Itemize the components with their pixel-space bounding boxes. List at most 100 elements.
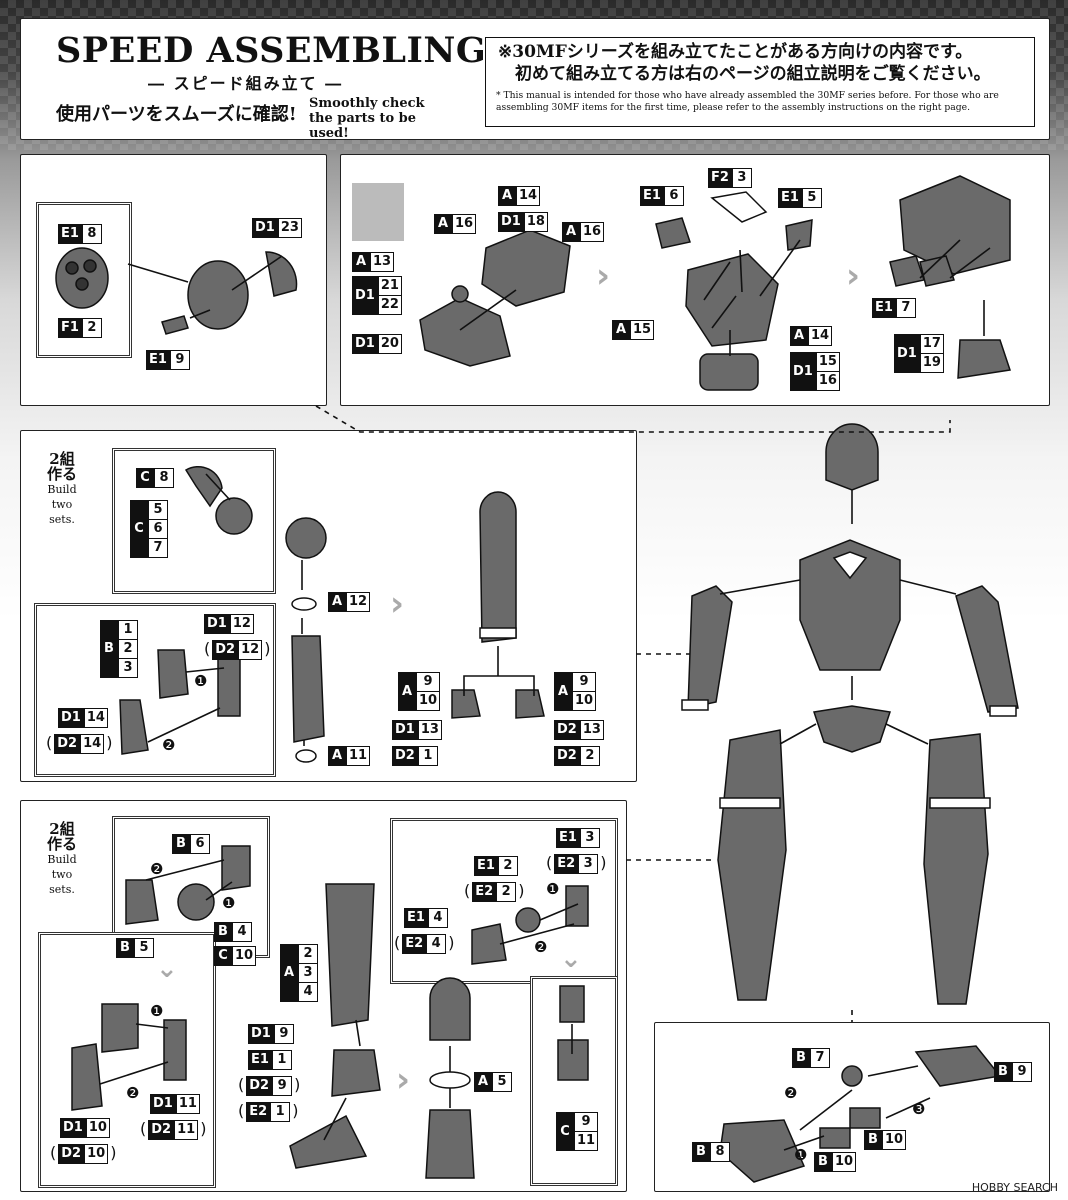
- part-number: 3: [731, 168, 752, 188]
- torso-highlight: [352, 183, 404, 241]
- part-runner-key: E1: [640, 186, 664, 206]
- build-two-sets-leg: 2組 作る Build two sets.: [36, 822, 88, 897]
- part-number: 1: [417, 746, 438, 766]
- figure-leg-l: [717, 729, 787, 1001]
- torso-finished-waist: [957, 339, 1011, 379]
- part-number: 14: [808, 326, 833, 346]
- part-runner-key: E2: [402, 934, 427, 954]
- part-number: 10: [84, 1144, 109, 1164]
- part-number: 10: [232, 946, 257, 966]
- figure-leg-r: [923, 733, 989, 1005]
- part-number: 5: [134, 938, 154, 958]
- part-runner-key: D1: [352, 276, 378, 315]
- part-number: 16: [452, 214, 477, 234]
- part-numbers: 5: [134, 938, 154, 958]
- figure-head: [825, 423, 879, 491]
- part-number: 4: [298, 983, 318, 1002]
- build-jp2: 作る: [46, 465, 77, 483]
- next-arrow-arm: ›: [390, 584, 405, 624]
- figure-arm-l: [687, 585, 733, 709]
- part-runner-key: A: [352, 252, 370, 272]
- part-runner-key: A: [612, 320, 630, 340]
- part-runner-key: B: [994, 1062, 1012, 1082]
- leg-foot: [289, 1114, 368, 1169]
- torso-lower-core: [419, 297, 511, 367]
- head-rear-part: [265, 251, 298, 297]
- part-numbers: 14: [80, 734, 105, 754]
- part-numbers: 8: [154, 468, 174, 488]
- part-numbers: 4: [427, 908, 448, 928]
- part-number: 10: [882, 1130, 907, 1150]
- check-jp: 使用パーツをスムーズに確認!: [56, 104, 297, 125]
- part-numbers: 1: [417, 746, 438, 766]
- figure-torso: [799, 539, 901, 671]
- part-numbers: 10: [832, 1152, 857, 1172]
- step-marker-1: ❶: [794, 1146, 808, 1164]
- part-runner-key: D1: [248, 1024, 274, 1044]
- hip-joint: [849, 1107, 881, 1129]
- part-runner-key: A: [554, 672, 572, 711]
- part-number: 15: [815, 352, 840, 372]
- part-numbers: 13: [370, 252, 395, 272]
- part-numbers: 9: [1012, 1062, 1032, 1082]
- part-number: 2: [118, 640, 138, 659]
- part-number: 8: [81, 224, 102, 244]
- part-number: 13: [370, 252, 395, 272]
- part-number: 7: [148, 539, 168, 558]
- leg-ankle-lower-b: [557, 1039, 589, 1081]
- part-numbers: 9: [169, 350, 190, 370]
- part-numbers: 10: [882, 1130, 907, 1150]
- part-runner-key: A: [398, 672, 416, 711]
- part-numbers: 2: [81, 318, 102, 338]
- part-runner-key: D2: [392, 746, 418, 766]
- part-numbers: 14: [83, 708, 108, 728]
- leg-shin-lower: [425, 1109, 475, 1179]
- part-numbers: 13: [417, 720, 442, 740]
- part-runner-key: D2: [148, 1120, 175, 1140]
- leg-thigh: [325, 883, 375, 1027]
- part-numbers: 1: [271, 1050, 292, 1070]
- part-number: 4: [232, 922, 252, 942]
- part-numbers: 13: [579, 720, 604, 740]
- build-en1: Build: [47, 853, 77, 866]
- part-number: 18: [523, 212, 548, 232]
- part-runner-key: B: [116, 938, 134, 958]
- part-numbers: 6: [190, 834, 210, 854]
- build-two-sets-arm: 2組 作る Build two sets.: [36, 452, 88, 527]
- part-runner-key: D1: [894, 334, 920, 373]
- part-runner-key: A: [328, 746, 346, 766]
- part-runner-key: D1: [352, 334, 378, 354]
- part-runner-key: D2: [246, 1076, 273, 1096]
- torso-chest-plate: [710, 191, 768, 223]
- part-number: 14: [80, 734, 105, 754]
- part-number: 9: [572, 672, 597, 692]
- leg-ankle-joint: [429, 977, 471, 1041]
- torso-finished: [899, 175, 1011, 275]
- part-number: 12: [346, 592, 371, 612]
- part-runner-key: A: [790, 326, 808, 346]
- part-numbers: 15: [630, 320, 655, 340]
- part-number: 21: [377, 276, 402, 296]
- hip-joint-2: [819, 1127, 851, 1149]
- part-number: 13: [579, 720, 604, 740]
- part-number: 7: [810, 1048, 830, 1068]
- part-number: 11: [175, 1094, 200, 1114]
